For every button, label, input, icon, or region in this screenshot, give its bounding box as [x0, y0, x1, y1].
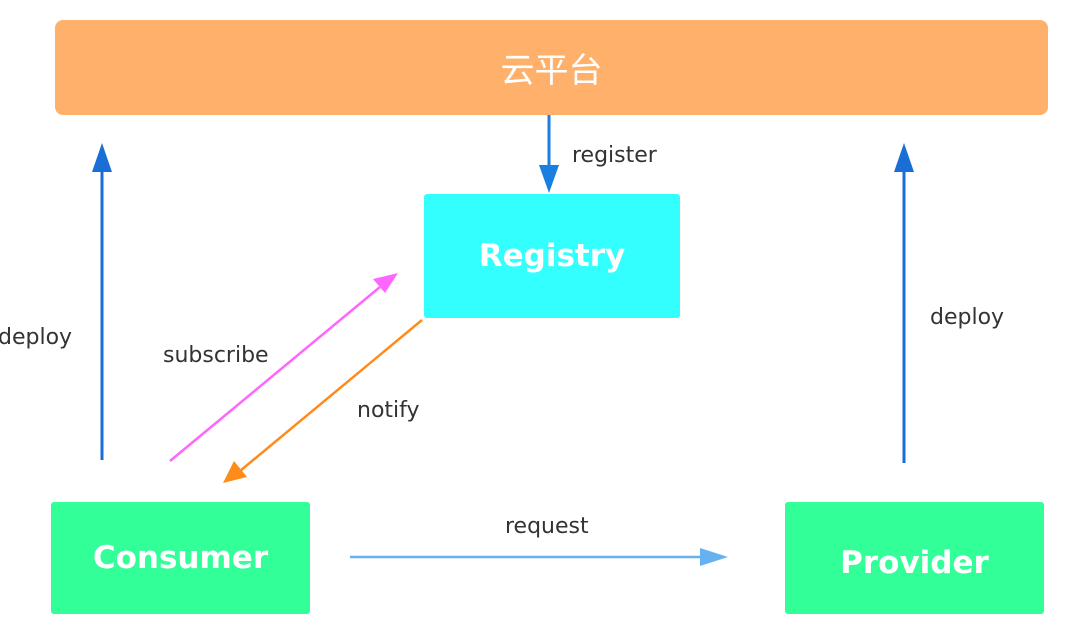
consumer-node: Consumer — [51, 502, 310, 614]
notify-label: notify — [357, 398, 420, 423]
deploy-arrow-left — [92, 143, 112, 460]
consumer-label: Consumer — [92, 540, 269, 576]
notify-arrow — [223, 319, 423, 483]
subscribe-label: subscribe — [163, 343, 269, 368]
request-arrow — [350, 548, 728, 566]
deploy-label-left: deploy — [0, 325, 73, 350]
deploy-arrow-right — [894, 143, 914, 463]
registry-node: Registry — [424, 194, 680, 318]
register-arrow — [539, 115, 559, 193]
request-label: request — [505, 514, 589, 539]
cloud-platform-node: 云平台 — [55, 20, 1048, 115]
register-label: register — [572, 143, 657, 168]
registry-label: Registry — [478, 238, 626, 274]
subscribe-arrow — [169, 273, 398, 462]
cloud-platform-label: 云平台 — [500, 51, 603, 91]
provider-label: Provider — [840, 545, 989, 581]
deploy-label-right: deploy — [930, 305, 1005, 330]
provider-node: Provider — [785, 502, 1044, 614]
